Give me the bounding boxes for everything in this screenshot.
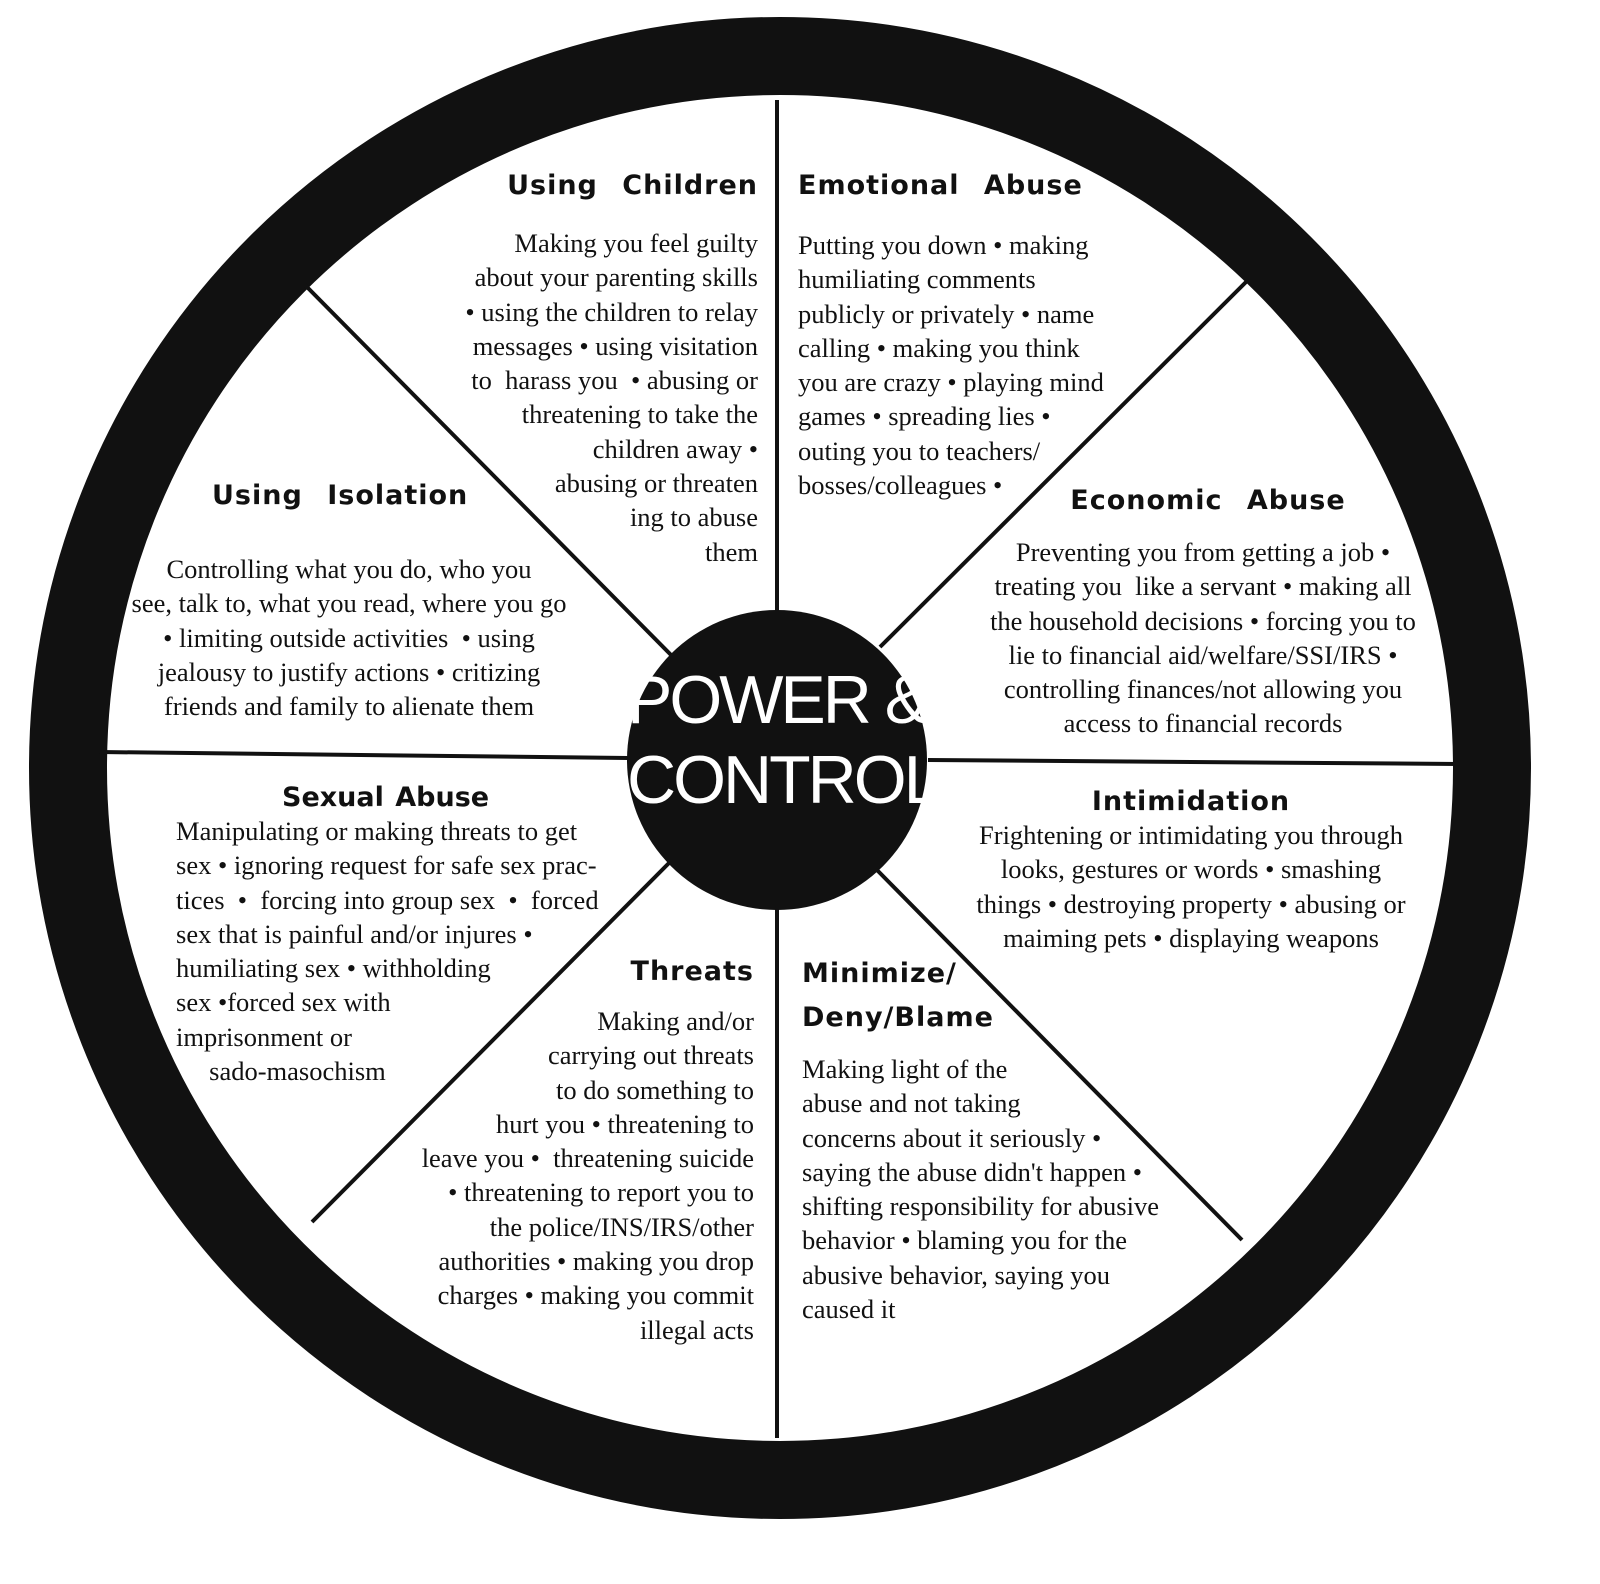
spoke-lower-right <box>875 868 1244 1242</box>
segment-using-children: Using Children Making you feel guilty ab… <box>465 164 758 569</box>
segment-body: Preventing you from getting a job • trea… <box>990 537 1416 739</box>
segment-minimize-deny-blame: Minimize/ Deny/Blame Making light of the… <box>802 952 1159 1326</box>
spoke-upper-left <box>303 283 678 662</box>
segment-title: Intimidation <box>1091 786 1291 817</box>
segment-body: Making and/or carrying out threats to do… <box>421 1006 754 1345</box>
segment-body: Making you feel guilty about your parent… <box>465 228 758 567</box>
spoke-right <box>927 758 1461 766</box>
center-title: POWER & CONTROL <box>627 662 941 818</box>
segment-title: Using Children <box>507 170 758 201</box>
spoke-lower-left <box>310 860 672 1224</box>
segment-title: Using Isolation <box>212 480 469 511</box>
segment-title: Threats <box>630 956 754 987</box>
segment-title: Sexual Abuse <box>282 782 490 813</box>
center-hub <box>627 610 927 910</box>
segment-title: Economic Abuse <box>1070 485 1346 516</box>
segment-economic-abuse: Economic Abuse Preventing you from getti… <box>983 479 1423 741</box>
segment-title: Emotional Abuse <box>798 170 1083 201</box>
spoke-left <box>99 750 629 760</box>
segment-intimidation: Intimidation Frightening or intimidating… <box>968 780 1414 955</box>
segment-title: Minimize/ Deny/Blame <box>802 958 994 1033</box>
segment-using-isolation: Using Isolation Controlling what you do,… <box>124 474 574 723</box>
segment-threats: Threats Making and/or carrying out threa… <box>422 950 754 1347</box>
outer-ring <box>29 17 1531 1519</box>
segment-body: Manipulating or making threats to get se… <box>176 816 599 1087</box>
segment-body: Making light of the abuse and not taking… <box>802 1054 1159 1325</box>
segment-body: Frightening or intimidating you through … <box>976 820 1406 953</box>
spoke-upper-right <box>878 280 1248 649</box>
segment-sexual-abuse: Sexual Abuse Manipulating or making thre… <box>176 776 599 1088</box>
segment-body: Putting you down • making humiliating co… <box>798 230 1104 501</box>
segment-emotional-abuse: Emotional Abuse Putting you down • makin… <box>798 164 1104 502</box>
segment-body: Controlling what you do, who you see, ta… <box>131 554 567 722</box>
